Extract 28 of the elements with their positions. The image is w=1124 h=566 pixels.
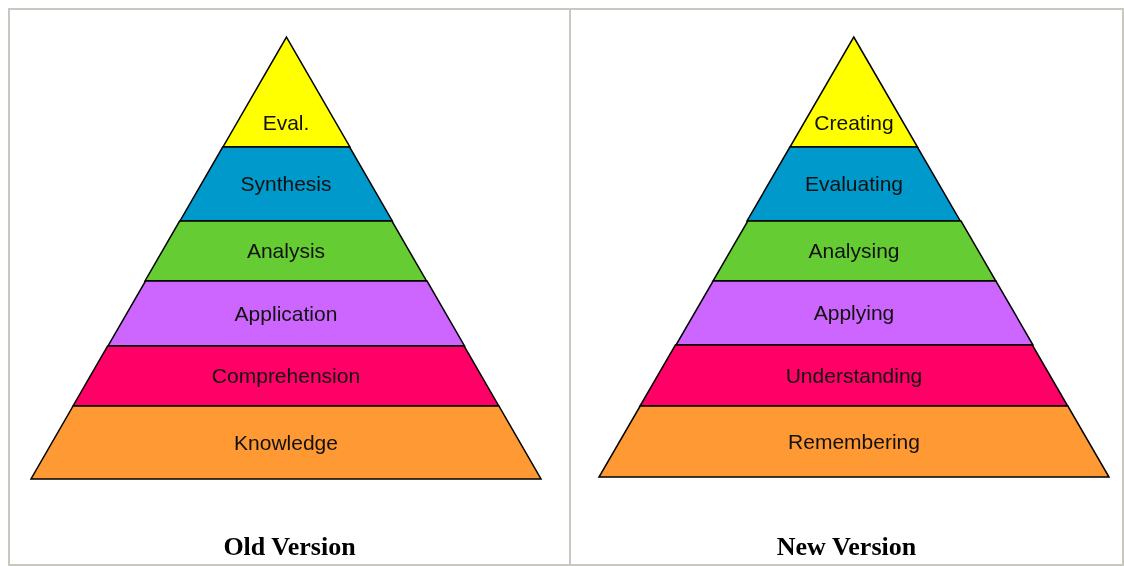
pyramid-band	[179, 147, 393, 221]
level-label: Evaluating	[803, 172, 905, 196]
pyramid-band	[73, 346, 499, 406]
level-label: Application	[233, 301, 339, 326]
level-label: Creating	[813, 111, 895, 135]
level-label: Knowledge	[233, 430, 339, 455]
level-label: Analysis	[245, 239, 327, 263]
level-label: Understanding	[784, 363, 924, 388]
top-triangle	[222, 37, 350, 147]
top-triangle	[790, 37, 918, 147]
pyramid-band	[599, 406, 1109, 477]
level-label: Eval.	[261, 111, 311, 135]
pyramid-band	[107, 281, 465, 346]
level-label: Comprehension	[210, 364, 362, 388]
panel-title: Old Version	[222, 532, 357, 562]
table-cell	[569, 8, 1124, 566]
table-cell	[8, 8, 571, 566]
pyramid-band	[31, 406, 541, 479]
level-label: Analysing	[807, 239, 901, 263]
panel-title: New Version	[775, 532, 918, 562]
pyramid-band	[640, 345, 1068, 406]
level-label: Remembering	[787, 429, 921, 454]
pyramid-band	[675, 281, 1033, 345]
pyramid-band	[712, 221, 996, 281]
level-label: Synthesis	[239, 172, 333, 196]
level-label: Applying	[812, 301, 896, 325]
pyramid-band	[145, 221, 427, 281]
pyramid-band	[747, 147, 961, 221]
